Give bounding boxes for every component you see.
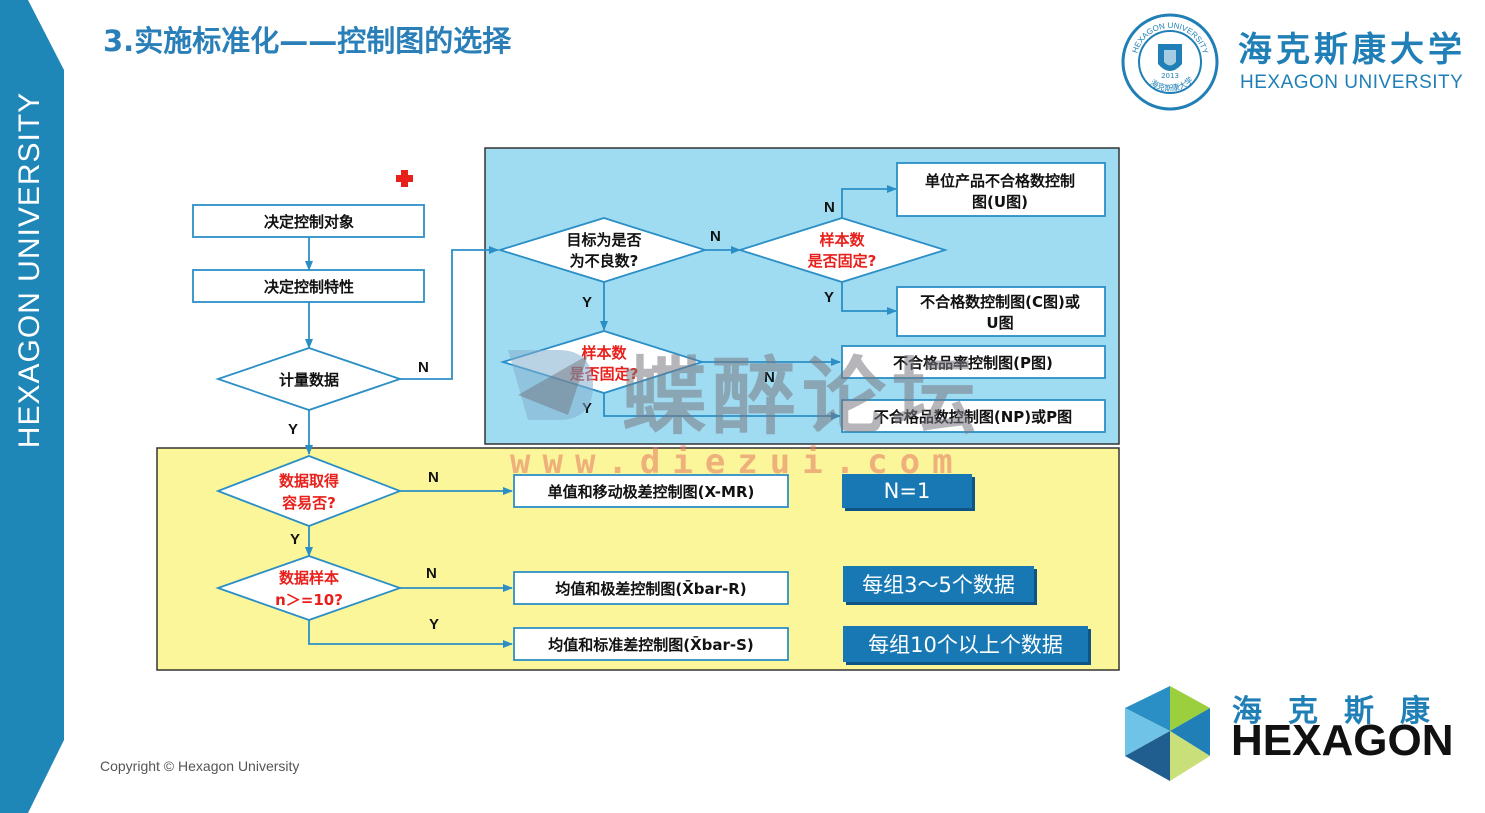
sample2-no-label: N — [764, 369, 775, 386]
data-easy-label-2: 容易否? — [281, 494, 336, 512]
xs-chart-box — [513, 627, 789, 661]
watermark-text: 蝶醉论坛 — [622, 348, 983, 446]
sidebar-band: HEXAGON UNIVERSITY — [0, 0, 64, 813]
defect-count-label-1: 目标为是否 — [566, 231, 641, 249]
decide-feature-label: 决定控制特性 — [264, 278, 354, 296]
np-chart-box — [841, 399, 1106, 433]
hexagon-logo-en: HEXAGON — [1231, 716, 1454, 765]
copyright-text: Copyright © Hexagon University — [100, 758, 300, 774]
note-n1: N=1 — [842, 474, 972, 508]
p-chart-box — [841, 345, 1106, 379]
svg-text:2013: 2013 — [1161, 72, 1179, 80]
watermark-url: www.diezui.com — [510, 442, 965, 482]
sample1-yes-label: Y — [824, 289, 834, 306]
size-no-label: N — [426, 565, 437, 582]
sample-fixed-1-label-2: 是否固定? — [807, 252, 877, 270]
u-chart-label-2: 图(U图) — [972, 193, 1028, 211]
xs-chart-label: 均值和标准差控制图(X̄bar-S) — [548, 634, 754, 654]
university-seal-logo: 2013 HEXAGON UNIVERSITY 海克斯康大学 — [1121, 13, 1219, 111]
p-chart-label: 不合格品率控制图(P图) — [893, 354, 1053, 372]
xmr-chart-label: 单值和移动极差控制图(X-MR) — [548, 483, 755, 501]
hexagon-logo-cn: 海克斯康 — [1232, 694, 1456, 729]
note-10-plus: 每组10个以上个数据 — [843, 626, 1088, 662]
data-easy-label-1: 数据取得 — [279, 472, 339, 490]
size-yes-label: Y — [429, 616, 439, 633]
sample1-no-label: N — [824, 199, 835, 216]
watermark-logo — [508, 350, 593, 420]
c-chart-label-2: U图 — [986, 314, 1013, 332]
measure-data-decision — [215, 347, 403, 411]
sample-size-label-2: n＞=10? — [275, 591, 343, 609]
u-chart-box — [896, 162, 1106, 217]
measure-yes-label: Y — [288, 421, 298, 438]
defect-count-decision — [496, 217, 708, 283]
np-chart-label: 不合格品数控制图(NP)或P图 — [874, 408, 1072, 426]
brand-name-en: HEXAGON UNIVERSITY — [1240, 72, 1464, 93]
xr-chart-label: 均值和极差控制图(X̄bar-R) — [555, 578, 746, 598]
xr-chart-box — [513, 571, 789, 605]
sample-fixed-2-label-1: 样本数 — [581, 344, 627, 362]
u-chart-label-1: 单位产品不合格数控制 — [925, 172, 1075, 190]
easy-no-label: N — [428, 469, 439, 486]
xmr-chart-box — [513, 474, 789, 508]
defect-yes-label: Y — [582, 294, 592, 311]
measure-data-label: 计量数据 — [279, 371, 339, 389]
c-chart-label-1: 不合格数控制图(C图)或 — [920, 293, 1080, 311]
sample2-yes-label: Y — [582, 400, 592, 417]
sample-size-label-1: 数据样本 — [279, 569, 339, 587]
sample-fixed-1-label-1: 样本数 — [819, 231, 865, 249]
sample-size-decision — [215, 555, 403, 621]
decide-object-label: 决定控制对象 — [264, 213, 354, 231]
data-easy-decision — [215, 455, 403, 527]
defect-no-label: N — [710, 228, 721, 245]
defect-count-label-2: 为不良数? — [570, 252, 639, 270]
note-3-5: 每组3～5个数据 — [843, 566, 1034, 602]
sample-fixed-decision-1 — [736, 217, 949, 283]
decide-object-box — [192, 204, 425, 238]
page-title: 3.实施标准化——控制图的选择 — [103, 24, 512, 58]
decide-feature-box — [192, 269, 425, 303]
c-chart-box — [896, 286, 1106, 337]
easy-yes-label: Y — [290, 531, 300, 548]
hexagon-logo — [1125, 686, 1210, 781]
measure-no-label: N — [418, 359, 429, 376]
brand-name-cn: 海克斯康大学 — [1238, 30, 1466, 70]
sidebar-shape — [0, 0, 64, 813]
